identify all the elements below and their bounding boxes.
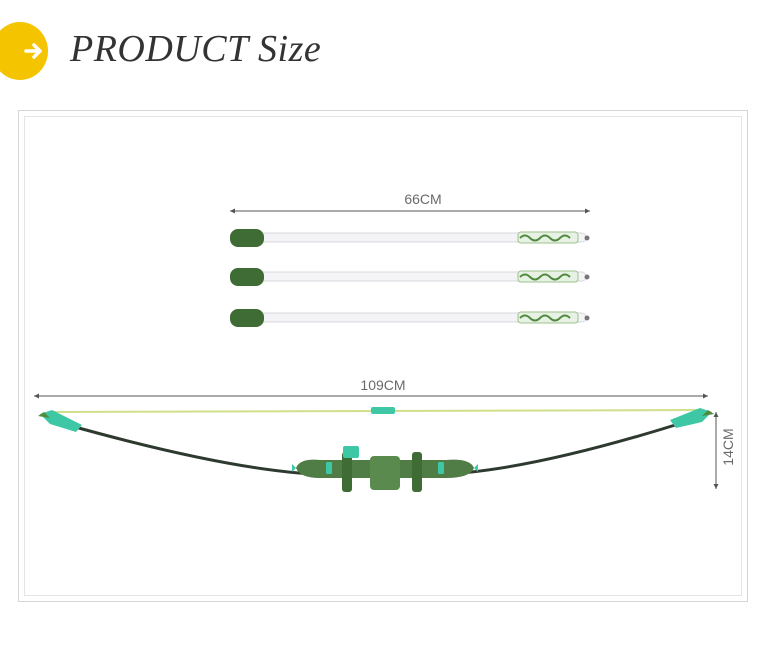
arrow-1 <box>230 229 590 247</box>
bow-height-label: 14CM <box>720 428 736 465</box>
bow-length-label: 109CM <box>360 377 405 393</box>
arrow-length-label: 66CM <box>404 191 441 207</box>
arrow-2 <box>230 268 590 286</box>
nock-point <box>371 407 395 414</box>
product-image-frame <box>18 110 748 602</box>
bow-tip-left <box>40 410 82 432</box>
arrow-right-icon <box>24 43 42 59</box>
bow <box>38 407 714 492</box>
page-title: PRODUCT Size <box>70 28 322 70</box>
bow-length-dimension: 109CM <box>34 377 708 399</box>
bow-height-dimension: 14CM <box>713 412 736 489</box>
arrow-rest <box>343 446 359 458</box>
bow-tip-right <box>670 408 712 428</box>
arrow-3 <box>230 309 590 327</box>
product-image-inner-border <box>24 116 742 596</box>
arrow-length-dimension: 66CM <box>230 191 590 214</box>
